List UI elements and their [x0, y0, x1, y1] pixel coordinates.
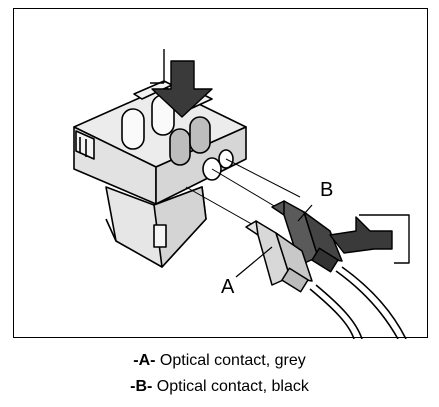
diagram-frame: A B [13, 8, 428, 339]
callout-b-label: B [320, 179, 334, 201]
legend-text-b: Optical contact, black [152, 378, 309, 395]
plug-housing [73, 80, 247, 205]
down-arrow-icon [150, 49, 213, 118]
legend-item-b: -B- Optical contact, black [0, 379, 439, 395]
connector-b-black [271, 200, 343, 273]
plug-lower-body [105, 186, 207, 268]
connector-a-grey [245, 220, 313, 293]
legend-item-a: -A- Optical contact, grey [0, 353, 439, 369]
legend-key-b: -B- [130, 378, 153, 395]
callout-a-label: A [221, 276, 235, 298]
connector-illustration [73, 49, 410, 339]
legend-text-a: Optical contact, grey [155, 352, 306, 369]
callout-leaders [235, 204, 313, 278]
legend-key-a: -A- [133, 352, 156, 369]
left-arrow-icon [329, 214, 410, 264]
fiber-cables [309, 266, 407, 339]
